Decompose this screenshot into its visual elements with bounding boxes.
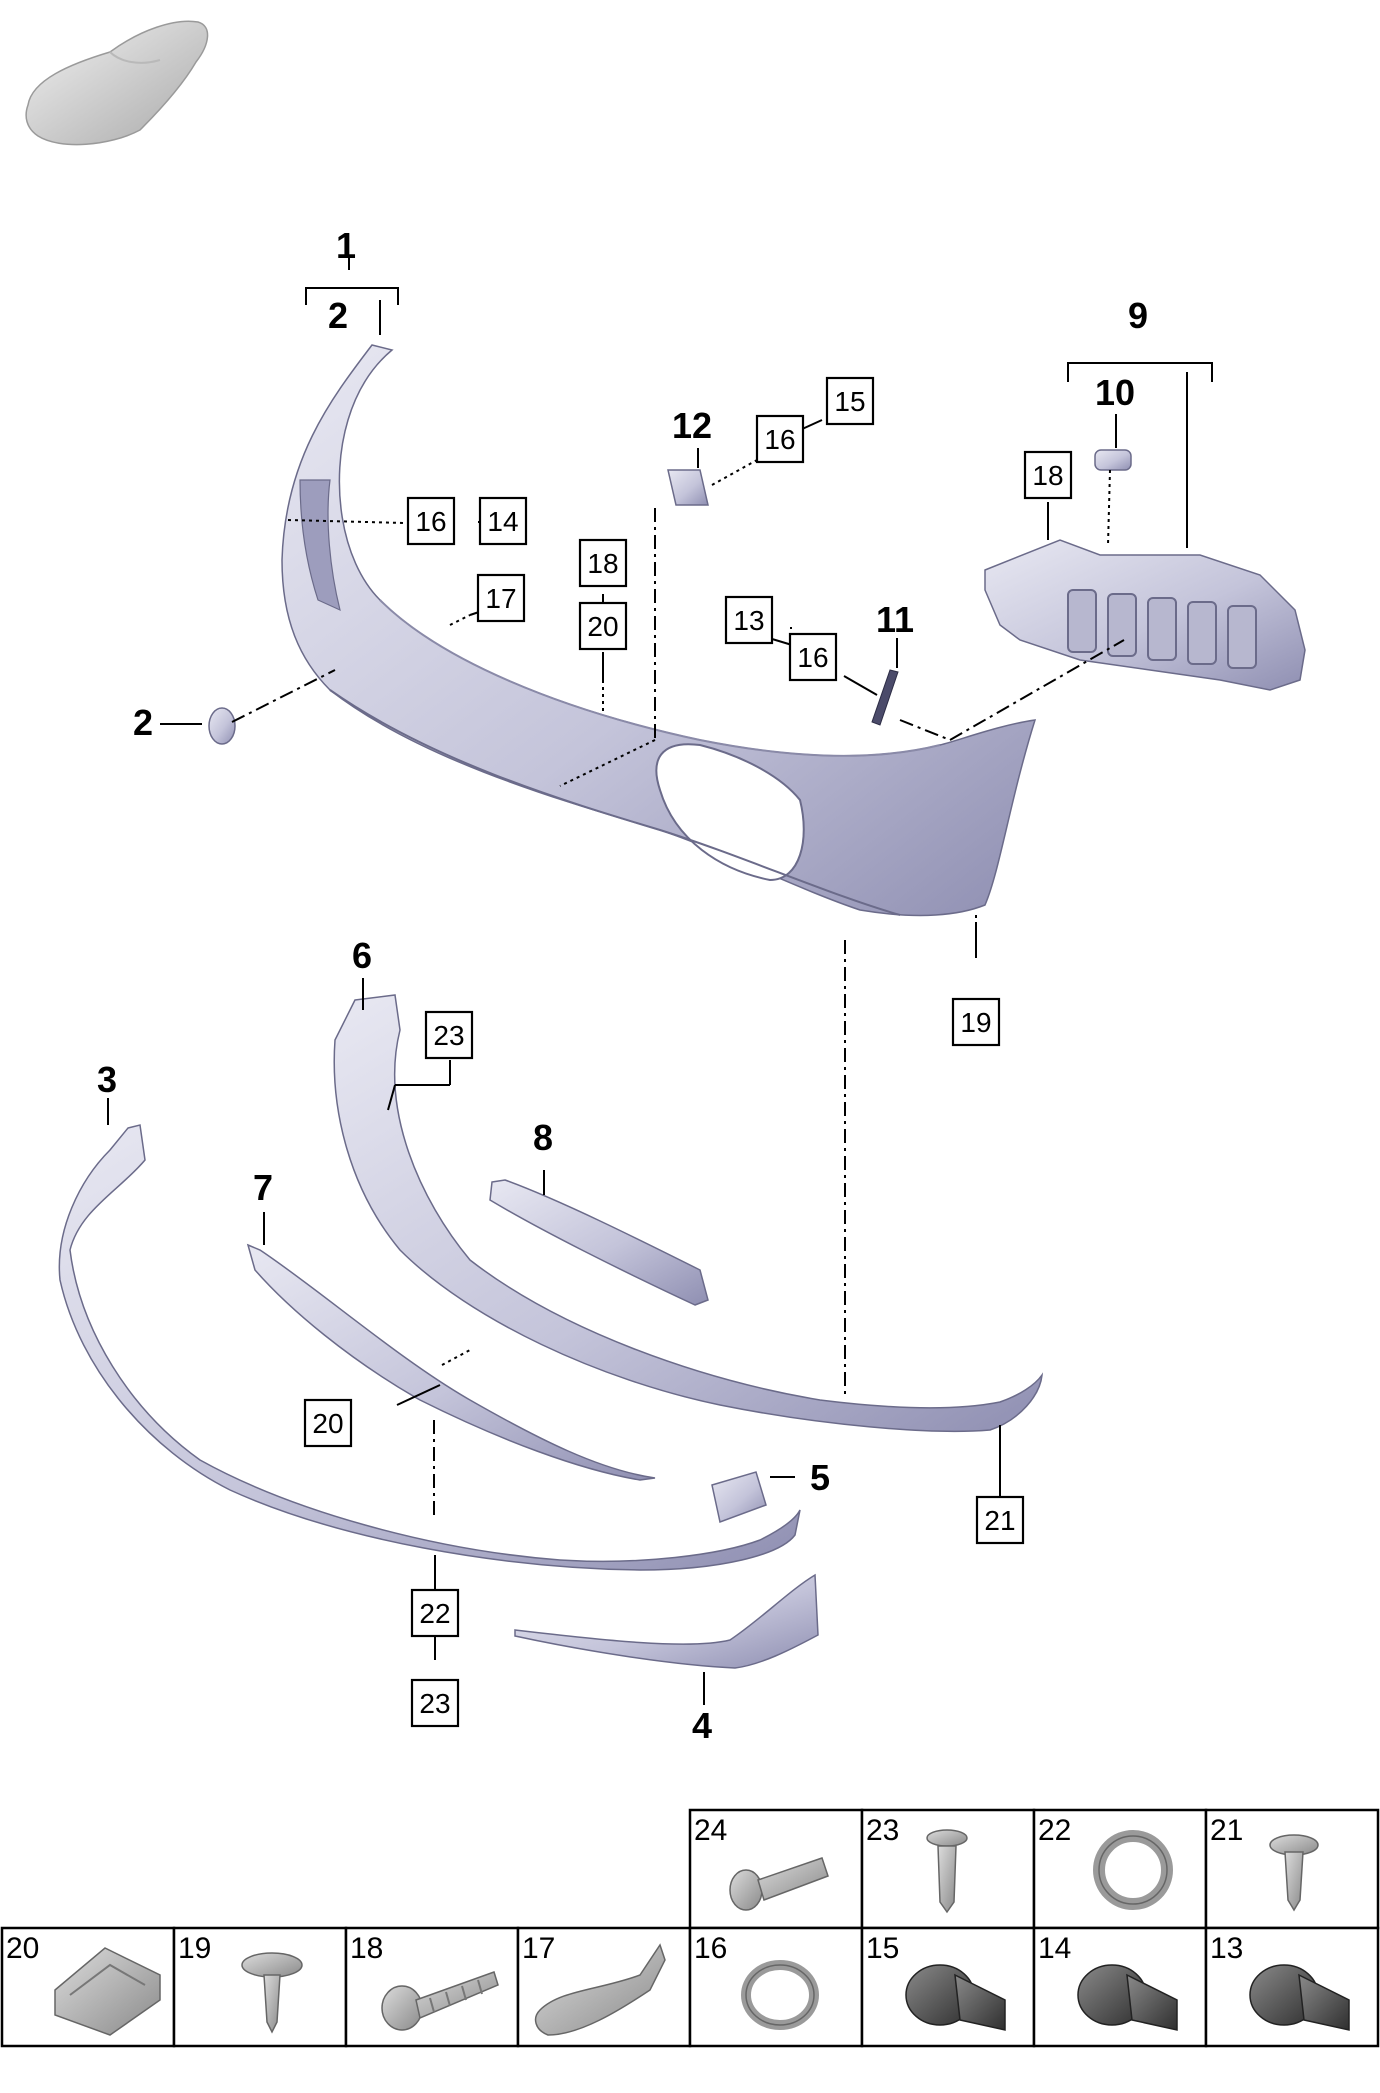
hw-cell-20: 20 (6, 1932, 39, 1965)
hw-cell-15: 15 (866, 1932, 899, 1965)
reinforcement-8 (489, 1179, 709, 1306)
bold-callouts: 1 2 2 3 4 5 6 7 8 9 10 11 12 (97, 225, 1148, 1746)
svg-text:23: 23 (419, 1688, 450, 1719)
svg-text:16: 16 (797, 642, 828, 673)
bolt-icon (729, 1857, 829, 1911)
underbody-panel-7 (246, 1243, 656, 1481)
callout-2-top: 2 (328, 295, 348, 336)
tow-hook-cover (208, 707, 236, 745)
emblem-holder (871, 669, 899, 726)
boxed-callout-16-top: 16 (755, 414, 805, 464)
front-bumper-cover (281, 344, 1037, 917)
svg-text:13: 13 (733, 605, 764, 636)
svg-text:14: 14 (487, 506, 518, 537)
boxed-callout-21: 21 (975, 1495, 1025, 1545)
hw-cell-17: 17 (522, 1932, 555, 1965)
washer-screw-icon (1269, 1834, 1319, 1912)
svg-text:18: 18 (1032, 460, 1063, 491)
callout-11: 11 (876, 599, 914, 640)
callout-12: 12 (672, 405, 712, 446)
callout-4: 4 (692, 1705, 712, 1746)
svg-text:20: 20 (312, 1408, 343, 1439)
boxed-callout-22: 22 (410, 1588, 460, 1638)
parking-sensor-icon (1077, 1964, 1178, 2031)
svg-text:20: 20 (587, 611, 618, 642)
boxed-callout-20-bottom: 20 (303, 1398, 353, 1448)
callout-7: 7 (253, 1167, 273, 1208)
spoiler-trim-3 (58, 1124, 801, 1571)
hw-cell-19: 19 (178, 1932, 211, 1965)
lower-cover-6 (333, 994, 1044, 1433)
callout-6: 6 (352, 935, 372, 976)
spring-nut-icon (54, 1947, 161, 2036)
leader-lines (107, 256, 1213, 1705)
radar-sensor (1094, 449, 1132, 471)
callout-5: 5 (810, 1457, 830, 1498)
hw-cell-21: 21 (1210, 1814, 1243, 1847)
parking-sensor-icon (905, 1964, 1006, 2031)
hw-cell-23: 23 (866, 1814, 899, 1847)
boxed-callout-13: 13 (724, 595, 774, 645)
vehicle-thumbnail-icon (25, 20, 209, 146)
callout-9: 9 (1128, 295, 1148, 336)
svg-text:16: 16 (764, 424, 795, 455)
boxed-callout-16-left: 16 (406, 496, 456, 546)
boxed-callout-20-top: 20 (578, 601, 628, 651)
parking-sensor-icon (1249, 1964, 1350, 2031)
hw-cell-24: 24 (694, 1814, 727, 1847)
hw-cell-13: 13 (1210, 1932, 1243, 1965)
retaining-clip-icon (534, 1943, 666, 2036)
hw-cell-14: 14 (1038, 1932, 1071, 1965)
svg-text:16: 16 (415, 506, 446, 537)
hardware-table: 24 23 22 21 20 19 18 17 16 15 14 13 (0, 1808, 1380, 2048)
hw-cell-16: 16 (694, 1932, 727, 1965)
boxed-callout-14: 14 (478, 496, 528, 546)
bracket-12 (667, 469, 709, 506)
svg-text:19: 19 (960, 1007, 991, 1038)
boxed-callout-23-top: 23 (424, 1010, 474, 1060)
hw-cell-18: 18 (350, 1932, 383, 1965)
screw-icon (926, 1829, 968, 1914)
svg-text:18: 18 (587, 548, 618, 579)
svg-text:22: 22 (419, 1598, 450, 1629)
side-fin-4 (514, 1573, 819, 1669)
torx-screw-icon (241, 1952, 303, 2034)
callout-3: 3 (97, 1059, 117, 1100)
hw-cell-22: 22 (1038, 1814, 1071, 1847)
boxed-callouts: 15 16 16 14 17 18 20 13 (303, 376, 1073, 1728)
boxed-callout-18-right: 18 (1023, 450, 1073, 500)
callout-1: 1 (336, 225, 356, 266)
callout-10: 10 (1095, 372, 1135, 413)
svg-text:17: 17 (485, 583, 516, 614)
callout-2-left: 2 (133, 702, 153, 743)
boxed-callout-17: 17 (476, 573, 526, 623)
boxed-callout-19: 19 (951, 997, 1001, 1047)
sensor-ring-icon (741, 1960, 819, 2030)
air-guide-grille (984, 539, 1306, 691)
boxed-callout-18-left: 18 (578, 538, 628, 588)
bracket-5 (711, 1471, 767, 1524)
clip-ring-icon (1093, 1830, 1173, 1910)
tapping-screw-icon (381, 1971, 499, 2031)
svg-text:15: 15 (834, 386, 865, 417)
svg-text:23: 23 (433, 1020, 464, 1051)
boxed-callout-23-bottom: 23 (410, 1678, 460, 1728)
svg-text:21: 21 (984, 1505, 1015, 1536)
callout-8: 8 (533, 1117, 553, 1158)
boxed-callout-15: 15 (825, 376, 875, 426)
boxed-callout-16-mid: 16 (788, 632, 838, 682)
